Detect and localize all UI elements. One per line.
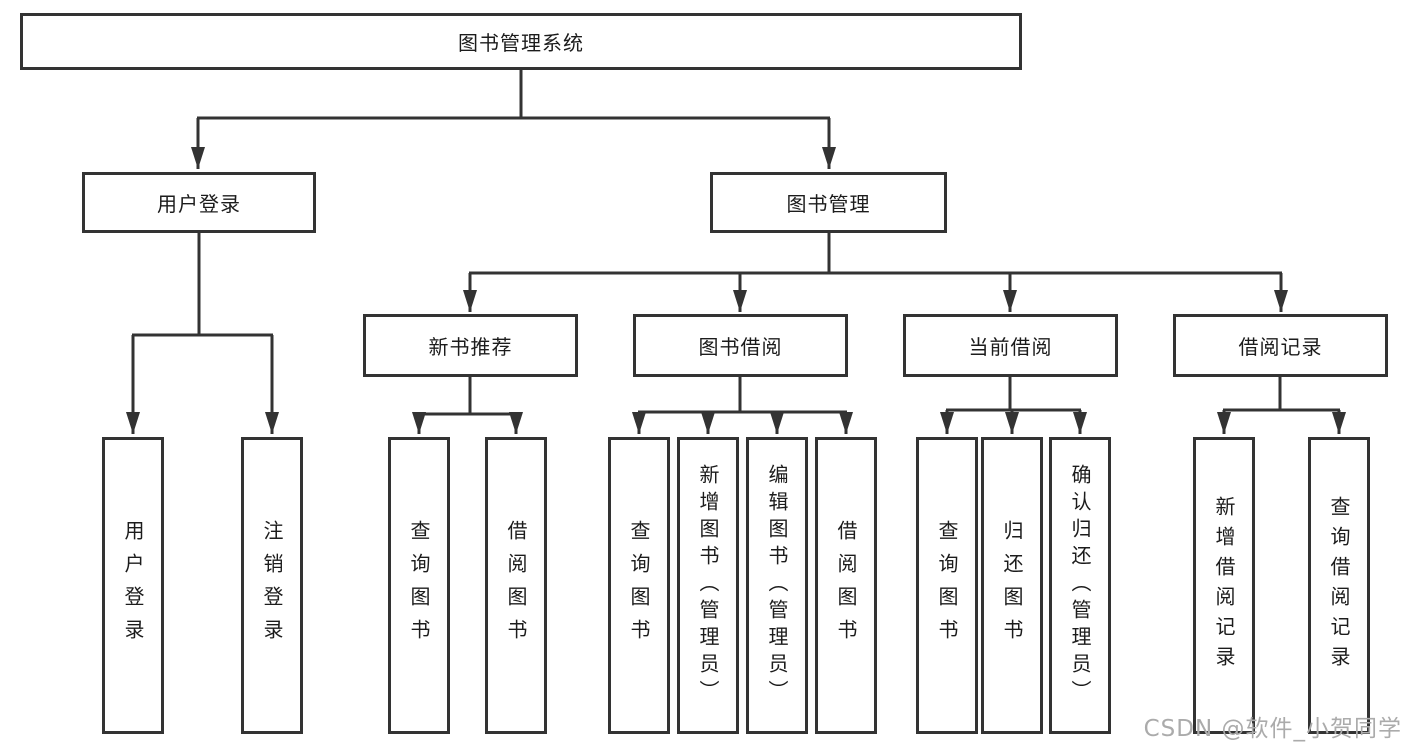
- leaf-borrow-books-recommend: 借阅图书: [485, 437, 547, 734]
- node-label: 确认归还（管理员）: [1068, 464, 1092, 707]
- leaf-logout: 注销登录: [241, 437, 303, 734]
- node-label: 新增图书（管理员）: [696, 464, 720, 707]
- node-label: 借阅图书: [834, 519, 858, 652]
- node-current-borrowing: 当前借阅: [903, 314, 1118, 377]
- node-label: 新书推荐: [428, 335, 513, 359]
- leaf-confirm-return-admin: 确认归还（管理员）: [1049, 437, 1111, 734]
- node-label: 查询图书: [935, 519, 959, 652]
- node-label: 用户登录: [121, 519, 145, 652]
- node-library-management-system: 图书管理系统: [20, 13, 1022, 70]
- leaf-query-books-recommend: 查询图书: [388, 437, 450, 734]
- node-label: 当前借阅: [968, 335, 1053, 359]
- node-label: 新增借阅记录: [1212, 495, 1236, 676]
- node-label: 借阅图书: [504, 519, 528, 652]
- node-label: 图书管理: [786, 192, 871, 216]
- leaf-add-books-admin: 新增图书（管理员）: [677, 437, 739, 734]
- csdn-watermark: CSDN @软件_小贺同学: [1143, 716, 1402, 742]
- leaf-return-books: 归还图书: [981, 437, 1043, 734]
- leaf-user-login: 用户登录: [102, 437, 164, 734]
- node-label: 用户登录: [157, 192, 241, 216]
- node-label: 归还图书: [1000, 519, 1024, 652]
- leaf-query-borrow-record: 查询借阅记录: [1308, 437, 1370, 734]
- node-label: 查询图书: [627, 519, 651, 652]
- node-label: 注销登录: [260, 519, 284, 652]
- node-book-borrowing: 图书借阅: [633, 314, 848, 377]
- node-borrow-records: 借阅记录: [1173, 314, 1388, 377]
- leaf-borrow-books: 借阅图书: [815, 437, 877, 734]
- leaf-edit-books-admin: 编辑图书（管理员）: [746, 437, 808, 734]
- node-book-management: 图书管理: [710, 172, 947, 233]
- leaf-query-books-current: 查询图书: [916, 437, 978, 734]
- node-label: 图书管理系统: [458, 31, 584, 55]
- node-new-book-recommend: 新书推荐: [363, 314, 578, 377]
- node-user-login: 用户登录: [82, 172, 316, 233]
- node-label: 查询图书: [407, 519, 431, 652]
- node-label: 编辑图书（管理员）: [765, 464, 789, 707]
- node-label: 借阅记录: [1238, 335, 1323, 359]
- node-label: 查询借阅记录: [1327, 495, 1351, 676]
- leaf-query-books-borrowing: 查询图书: [608, 437, 670, 734]
- node-label: 图书借阅: [698, 335, 783, 359]
- leaf-add-borrow-record: 新增借阅记录: [1193, 437, 1255, 734]
- arrow-connectors: [126, 118, 1346, 434]
